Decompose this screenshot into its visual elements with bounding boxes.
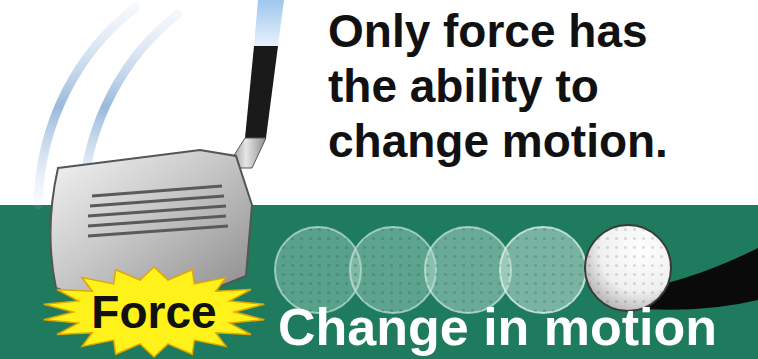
club-grip — [245, 46, 278, 138]
band-label: Change in motion — [278, 297, 717, 357]
club-shaft — [254, 0, 284, 46]
club-grooves — [88, 186, 228, 236]
force-starburst: Force — [40, 265, 268, 359]
force-label: Force — [40, 265, 268, 359]
heading-text: Only force has the ability to change mot… — [328, 4, 688, 169]
ball-dimples — [586, 226, 670, 310]
